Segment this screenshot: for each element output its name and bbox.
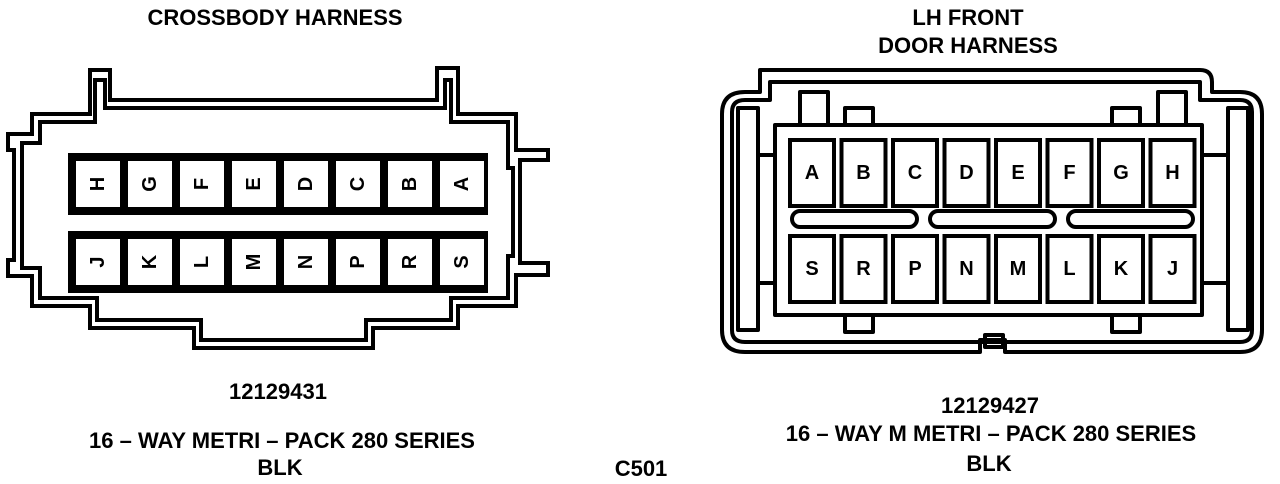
right-connector-title-line2: DOOR HARNESS: [878, 33, 1058, 58]
pin-label-C: C: [347, 177, 369, 191]
pin-label-D: D: [959, 162, 973, 184]
right-top-pins: A B C D E F G H: [788, 138, 1197, 208]
pin-cell-D: [280, 157, 332, 211]
pin-label-S: S: [805, 258, 818, 280]
pin-cell-N: [280, 235, 332, 289]
pin-label-M: M: [243, 254, 265, 271]
right-connector-outline: [720, 68, 1264, 354]
pin-label-N: N: [295, 255, 317, 269]
pin-cell-E: [994, 138, 1042, 208]
pin-cell-C: [332, 157, 384, 211]
pin-cell-J: [72, 235, 124, 289]
right-divider-2: [928, 209, 1057, 229]
pin-label-R: R: [856, 258, 871, 280]
pin-label-M: M: [1010, 258, 1027, 280]
pin-cell-L: [176, 235, 228, 289]
pin-label-G: G: [1113, 162, 1129, 184]
pin-cell-P: [332, 235, 384, 289]
pin-label-F: F: [191, 178, 213, 190]
right-connector-inner-outline: [730, 80, 1254, 344]
pin-cell-F: [176, 157, 228, 211]
pin-cell-F: [1045, 138, 1094, 208]
pin-cell-J: [1148, 234, 1197, 304]
pin-cell-G: [124, 157, 176, 211]
pin-cell-L: [1045, 234, 1094, 304]
right-top-tab-4: [1156, 90, 1188, 127]
right-color: BLK: [966, 451, 1012, 476]
left-description: 16 – WAY METRI – PACK 280 SERIES: [89, 428, 475, 453]
pin-label-K: K: [139, 254, 161, 269]
pin-label-J: J: [87, 256, 109, 267]
pin-cell-D: [942, 138, 991, 208]
pin-label-B: B: [856, 162, 870, 184]
right-bottom-tab-1: [843, 313, 875, 334]
pin-label-G: G: [139, 176, 161, 192]
right-bottom-key: [983, 333, 1005, 349]
pin-label-P: P: [908, 258, 921, 280]
pin-cell-S: [788, 234, 836, 304]
pin-label-H: H: [87, 177, 109, 191]
pin-cell-C: [891, 138, 939, 208]
pin-label-S: S: [451, 255, 473, 268]
right-top-tab-3: [1110, 106, 1142, 127]
pin-cell-K: [1097, 234, 1145, 304]
left-connector-outline: [6, 66, 550, 350]
right-bottom-tab-2: [1110, 313, 1142, 334]
right-top-tab-2: [843, 106, 875, 127]
left-color: BLK: [257, 455, 303, 480]
right-pin-field-frame: [773, 123, 1204, 317]
pin-label-J: J: [1167, 258, 1178, 280]
pin-cell-H: [72, 157, 124, 211]
pin-label-K: K: [1114, 258, 1129, 280]
pin-label-L: L: [191, 256, 213, 268]
left-connector-body: [6, 66, 550, 350]
pin-cell-A: [788, 138, 836, 208]
pin-cell-G: [1097, 138, 1145, 208]
right-connector-title-line1: LH FRONT: [912, 5, 1024, 30]
pin-label-H: H: [1165, 162, 1179, 184]
pin-cell-E: [228, 157, 280, 211]
pin-label-B: B: [399, 177, 421, 191]
pin-label-R: R: [399, 254, 421, 269]
pin-label-C: C: [908, 162, 922, 184]
pin-label-E: E: [1011, 162, 1024, 184]
pin-cell-P: [891, 234, 939, 304]
right-connector-body: [720, 68, 1264, 354]
pin-cell-B: [384, 157, 436, 211]
pin-cell-A: [436, 157, 488, 211]
pin-cell-R: [839, 234, 888, 304]
pin-label-D: D: [295, 177, 317, 191]
pin-label-F: F: [1063, 162, 1075, 184]
pin-label-N: N: [959, 258, 973, 280]
pin-label-A: A: [451, 177, 473, 191]
pin-cell-K: [124, 235, 176, 289]
right-divider-3: [1066, 209, 1195, 229]
right-part-number: 12129427: [941, 393, 1039, 418]
right-left-latch: [736, 106, 760, 332]
pin-label-P: P: [347, 255, 369, 268]
pin-cell-H: [1148, 138, 1197, 208]
left-part-number: 12129431: [229, 379, 327, 404]
right-top-tab-1: [798, 90, 830, 127]
pin-cell-B: [839, 138, 888, 208]
pin-cell-S: [436, 235, 488, 289]
pin-label-L: L: [1063, 258, 1075, 280]
pin-label-E: E: [243, 177, 265, 190]
pin-label-A: A: [805, 162, 819, 184]
pin-cell-M: [994, 234, 1042, 304]
pin-cell-N: [942, 234, 991, 304]
left-connector-title: CROSSBODY HARNESS: [147, 5, 403, 30]
connector-id: C501: [614, 456, 668, 481]
pin-cell-R: [384, 235, 436, 289]
right-right-latch: [1226, 106, 1250, 332]
right-divider-1: [790, 209, 919, 229]
pin-cell-M: [228, 235, 280, 289]
left-connector-inner-outline: [20, 78, 515, 342]
right-description: 16 – WAY M METRI – PACK 280 SERIES: [785, 421, 1197, 446]
